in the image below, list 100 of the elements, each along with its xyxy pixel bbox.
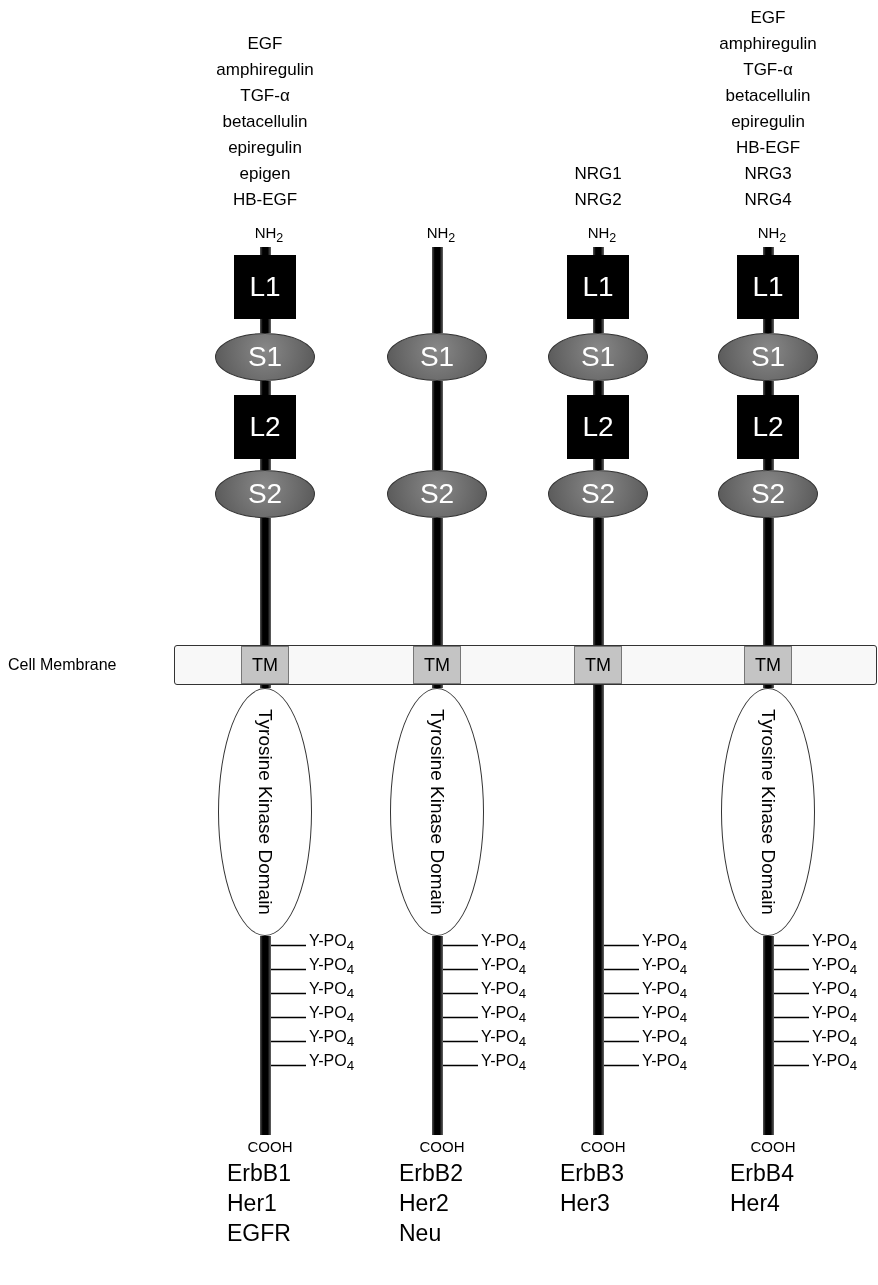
ligand-label: betacellulin: [724, 86, 812, 106]
ligand-label: epiregulin: [730, 112, 806, 132]
leader-line: [442, 1040, 479, 1043]
ligand-label: TGF-α: [239, 86, 291, 106]
terminus-label: NH$_{2}$: [253, 224, 285, 247]
phosphotyrosine-label: Y-PO$_{4}$: [309, 980, 355, 1004]
domain-box: L1: [234, 255, 296, 319]
leader-line: [442, 968, 479, 971]
phosphotyrosine-label: Y-PO$_{4}$: [309, 1004, 355, 1028]
ligand-label: epigen: [238, 164, 292, 184]
leader-line: [773, 1064, 810, 1067]
leader-line: [603, 968, 640, 971]
leader-line: [270, 944, 307, 947]
ligand-label: EGF: [749, 8, 787, 28]
ligand-label: HB-EGF: [734, 138, 802, 158]
phosphotyrosine-label: Y-PO$_{4}$: [812, 1028, 858, 1052]
leader-line: [270, 1016, 307, 1019]
phosphotyrosine-label: Y-PO$_{4}$: [812, 980, 858, 1004]
ligand-label: TGF-α: [742, 60, 794, 80]
leader-line: [270, 1064, 307, 1067]
membrane-label: Cell Membrane: [8, 656, 117, 674]
phosphotyrosine-label: Y-PO$_{4}$: [812, 1004, 858, 1028]
receptor-name: Her1: [227, 1190, 277, 1216]
protein-backbone: [763, 936, 774, 1135]
leader-line: [270, 1040, 307, 1043]
ligand-label: NRG4: [743, 190, 793, 210]
leader-line: [270, 992, 307, 995]
receptor-name: ErbB2: [399, 1160, 463, 1186]
receptor-name: Her3: [560, 1190, 610, 1216]
domain-ellipse: S1: [718, 333, 818, 381]
phosphotyrosine-label: Y-PO$_{4}$: [481, 1028, 527, 1052]
domain-ellipse: S2: [387, 470, 487, 518]
ligand-label: EGF: [246, 34, 284, 54]
phosphotyrosine-label: Y-PO$_{4}$: [309, 1052, 355, 1076]
phosphotyrosine-label: Y-PO$_{4}$: [309, 956, 355, 980]
domain-ellipse: S2: [718, 470, 818, 518]
terminus-label: NH$_{2}$: [425, 224, 457, 247]
ligand-label: NRG1: [573, 164, 623, 184]
transmembrane-box: TM: [413, 646, 461, 684]
leader-line: [442, 1016, 479, 1019]
terminus-label: COOH: [246, 1138, 294, 1156]
ligand-label: betacellulin: [221, 112, 309, 132]
ligand-label: HB-EGF: [231, 190, 299, 210]
leader-line: [270, 968, 307, 971]
leader-line: [603, 1040, 640, 1043]
domain-ellipse: S1: [548, 333, 648, 381]
phosphotyrosine-label: Y-PO$_{4}$: [812, 932, 858, 956]
receptor-name: Her4: [730, 1190, 780, 1216]
leader-line: [773, 1016, 810, 1019]
receptor-name: Neu: [399, 1220, 442, 1246]
terminus-label: NH$_{2}$: [586, 224, 618, 247]
ligand-label: NRG2: [573, 190, 623, 210]
protein-backbone: [432, 936, 443, 1135]
terminus-label: COOH: [749, 1138, 797, 1156]
phosphotyrosine-label: Y-PO$_{4}$: [812, 1052, 858, 1076]
terminus-label: NH$_{2}$: [756, 224, 788, 247]
domain-box: L1: [567, 255, 629, 319]
receptor-name: Her2: [399, 1190, 449, 1216]
leader-line: [773, 992, 810, 995]
domain-box: L2: [234, 395, 296, 459]
terminus-label: COOH: [579, 1138, 627, 1156]
transmembrane-box: TM: [744, 646, 792, 684]
ligand-label: NRG3: [743, 164, 793, 184]
phosphotyrosine-label: Y-PO$_{4}$: [481, 932, 527, 956]
leader-line: [603, 1016, 640, 1019]
leader-line: [442, 992, 479, 995]
transmembrane-box: TM: [574, 646, 622, 684]
domain-ellipse: S2: [215, 470, 315, 518]
leader-line: [442, 1064, 479, 1067]
phosphotyrosine-label: Y-PO$_{4}$: [481, 1004, 527, 1028]
phosphotyrosine-label: Y-PO$_{4}$: [481, 980, 527, 1004]
receptor-name: EGFR: [227, 1220, 291, 1246]
phosphotyrosine-label: Y-PO$_{4}$: [309, 932, 355, 956]
transmembrane-box: TM: [241, 646, 289, 684]
leader-line: [442, 944, 479, 947]
leader-line: [603, 992, 640, 995]
phosphotyrosine-label: Y-PO$_{4}$: [309, 1028, 355, 1052]
ligand-label: epiregulin: [227, 138, 303, 158]
phosphotyrosine-label: Y-PO$_{4}$: [481, 1052, 527, 1076]
terminus-label: COOH: [418, 1138, 466, 1156]
ligand-label: amphiregulin: [215, 60, 315, 80]
leader-line: [773, 944, 810, 947]
phosphotyrosine-label: Y-PO$_{4}$: [642, 1004, 688, 1028]
domain-ellipse: S1: [215, 333, 315, 381]
domain-box: L2: [567, 395, 629, 459]
protein-backbone: [593, 685, 604, 1135]
phosphotyrosine-label: Y-PO$_{4}$: [642, 1028, 688, 1052]
ligand-label: amphiregulin: [718, 34, 818, 54]
domain-ellipse: S2: [548, 470, 648, 518]
protein-backbone: [260, 936, 271, 1135]
phosphotyrosine-label: Y-PO$_{4}$: [481, 956, 527, 980]
phosphotyrosine-label: Y-PO$_{4}$: [642, 956, 688, 980]
domain-box: L2: [737, 395, 799, 459]
domain-box: L1: [737, 255, 799, 319]
receptor-name: ErbB3: [560, 1160, 624, 1186]
receptor-name: ErbB1: [227, 1160, 291, 1186]
receptor-name: ErbB4: [730, 1160, 794, 1186]
leader-line: [773, 968, 810, 971]
leader-line: [773, 1040, 810, 1043]
phosphotyrosine-label: Y-PO$_{4}$: [642, 1052, 688, 1076]
